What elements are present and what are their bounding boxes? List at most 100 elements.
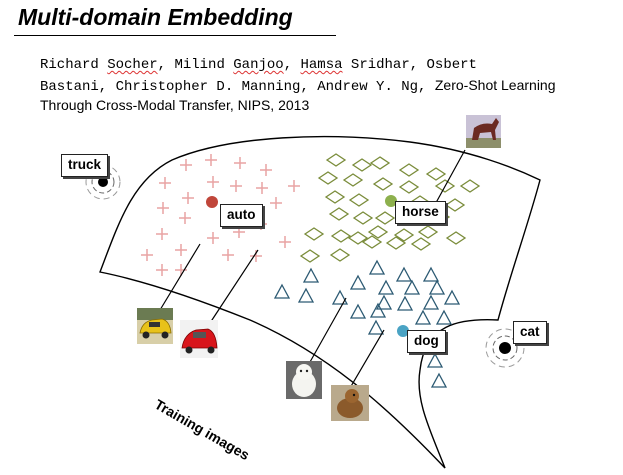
- auto-marker: [179, 212, 191, 224]
- horse-marker: [445, 231, 467, 245]
- auto-cluster: [141, 154, 300, 276]
- dog-marker: [396, 295, 414, 311]
- ref-text: Richard: [40, 57, 108, 73]
- horse-marker: [317, 171, 339, 185]
- dog-marker: [331, 289, 349, 305]
- pointer-line-horse: [431, 149, 466, 211]
- ref-text: ,: [283, 57, 301, 73]
- horse-marker: [330, 229, 352, 243]
- dog-marker: [443, 289, 461, 305]
- dog-marker: [428, 279, 446, 295]
- horse-marker: [325, 153, 347, 167]
- horse-marker: [459, 179, 481, 193]
- horse-marker: [329, 248, 351, 262]
- ref-paper-title: Zero-Shot Learning: [434, 77, 556, 93]
- auto-marker: [159, 177, 171, 189]
- dog-marker: [403, 279, 421, 295]
- dog-marker: [369, 302, 387, 318]
- dog-marker: [349, 274, 367, 290]
- photo-red-car-icon: [180, 320, 218, 358]
- auto-marker: [256, 182, 268, 194]
- ref-name-socher: Socher: [107, 57, 158, 73]
- dog-marker: [422, 266, 440, 282]
- label-horse: horse: [395, 201, 446, 224]
- horse-point: [385, 195, 397, 207]
- horse-marker: [393, 228, 415, 242]
- dog-cluster: [273, 259, 461, 388]
- auto-marker: [175, 264, 187, 276]
- auto-point: [206, 196, 218, 208]
- horse-marker: [299, 249, 321, 263]
- auto-marker: [182, 192, 194, 204]
- auto-marker: [270, 197, 282, 209]
- pointer-line-red-car: [209, 249, 259, 324]
- pointer-line-yellow-car: [159, 243, 201, 311]
- photo-brown-dog-icon: [331, 385, 369, 421]
- dog-marker: [435, 309, 453, 325]
- horse-marker: [372, 177, 394, 191]
- horse-marker: [398, 163, 420, 177]
- ref-text: Sridhar, Osbert: [342, 57, 477, 73]
- title-underline: [14, 35, 336, 36]
- ref-text: , Milind: [157, 57, 234, 73]
- pointer-line-brown-dog: [349, 329, 385, 389]
- dog-marker: [375, 294, 393, 310]
- auto-marker: [230, 180, 242, 192]
- cat-point: [485, 328, 525, 368]
- dog-marker: [414, 309, 432, 325]
- ref-name-ganjoo: Ganjoo: [233, 57, 284, 73]
- horse-marker: [352, 211, 374, 225]
- auto-marker: [156, 228, 168, 240]
- label-dog: dog: [407, 330, 446, 353]
- horse-marker: [374, 211, 396, 225]
- dog-marker: [273, 283, 291, 299]
- auto-marker: [207, 232, 219, 244]
- auto-marker: [288, 180, 300, 192]
- dog-marker: [426, 352, 444, 368]
- auto-marker: [207, 176, 219, 188]
- photo-white-dog-icon: [286, 361, 322, 399]
- ref-authors: Bastani, Christopher D. Manning, Andrew …: [40, 79, 435, 95]
- auto-marker: [234, 157, 246, 169]
- auto-marker: [205, 154, 217, 166]
- slide-title: Multi-domain Embedding: [18, 4, 293, 30]
- horse-marker: [351, 158, 373, 172]
- photo-yellow-car-icon: [137, 308, 173, 344]
- dog-marker: [422, 294, 440, 310]
- horse-marker: [398, 180, 420, 194]
- dog-point: [397, 325, 409, 337]
- horse-marker: [367, 225, 389, 239]
- auto-marker: [157, 202, 169, 214]
- reference-line-2: Bastani, Christopher D. Manning, Andrew …: [40, 77, 556, 95]
- horse-marker: [425, 167, 447, 181]
- reference-line-3: Through Cross-Modal Transfer, NIPS, 2013: [40, 97, 310, 113]
- label-cat: cat: [513, 321, 547, 344]
- dog-marker: [430, 372, 448, 388]
- horse-marker: [303, 227, 325, 241]
- horse-marker: [347, 231, 369, 245]
- pointer-lines: [159, 149, 466, 389]
- ref-name-hamsa: Hamsa: [300, 57, 343, 73]
- pointer-line-white-dog: [309, 297, 347, 363]
- auto-marker: [222, 249, 234, 261]
- label-auto: auto: [220, 204, 263, 227]
- label-truck: truck: [61, 154, 109, 177]
- auto-marker: [233, 226, 245, 238]
- horse-marker: [417, 225, 439, 239]
- auto-marker: [180, 159, 192, 171]
- auto-marker: [175, 244, 187, 256]
- dog-marker: [368, 259, 386, 275]
- horse-marker: [348, 193, 370, 207]
- dog-marker: [302, 267, 320, 283]
- dog-marker: [297, 287, 315, 303]
- auto-marker: [141, 249, 153, 261]
- dog-marker: [395, 266, 413, 282]
- horse-marker: [434, 179, 456, 193]
- truck-point: [85, 164, 121, 200]
- dog-marker: [367, 319, 385, 335]
- horse-marker: [444, 198, 466, 212]
- photo-horse-icon: [466, 115, 501, 148]
- auto-marker: [156, 264, 168, 276]
